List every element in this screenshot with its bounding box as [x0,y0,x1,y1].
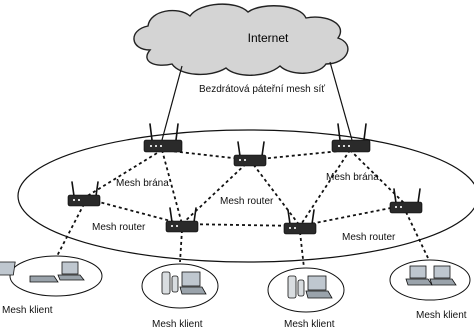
client-3-label: Mesh klient [284,319,335,327]
internet-label: Internet [248,31,289,45]
router-right-label: Mesh router [342,232,396,243]
router-left-label: Mesh router [92,222,146,233]
backbone-ellipse [17,129,474,263]
router-mid-left-icon [165,207,199,233]
router-mid-right-icon [283,209,317,235]
client-1-label: Mesh klient [2,305,53,316]
client-4-label: Mesh klient [416,310,467,321]
gateway-left-router-icon [143,123,183,153]
client-2-label: Mesh klient [152,319,203,327]
router-right-icon [389,188,423,214]
uplink-right [329,61,353,141]
gateway-right-router-icon [331,123,371,153]
gateway-left-label: Mesh brána [116,178,169,189]
laptop-icon [0,261,85,283]
client-links [55,203,429,269]
uplink-left [161,65,183,141]
router-center-icon [233,141,267,167]
phone-laptop-icon [287,275,333,299]
laptop-icon [405,265,457,286]
client-1-group [0,255,103,297]
router-left-icon [67,181,101,207]
client-3-group [267,267,345,313]
gateway-right-label: Mesh brána [326,172,379,183]
client-4-group [389,259,471,301]
internet-cloud [133,3,349,76]
client-2-group [141,263,219,309]
phone-laptop-icon [161,271,207,295]
backbone-label: Bezdrátová páteřní mesh síť [199,84,325,95]
router-center-label: Mesh router [220,196,274,207]
